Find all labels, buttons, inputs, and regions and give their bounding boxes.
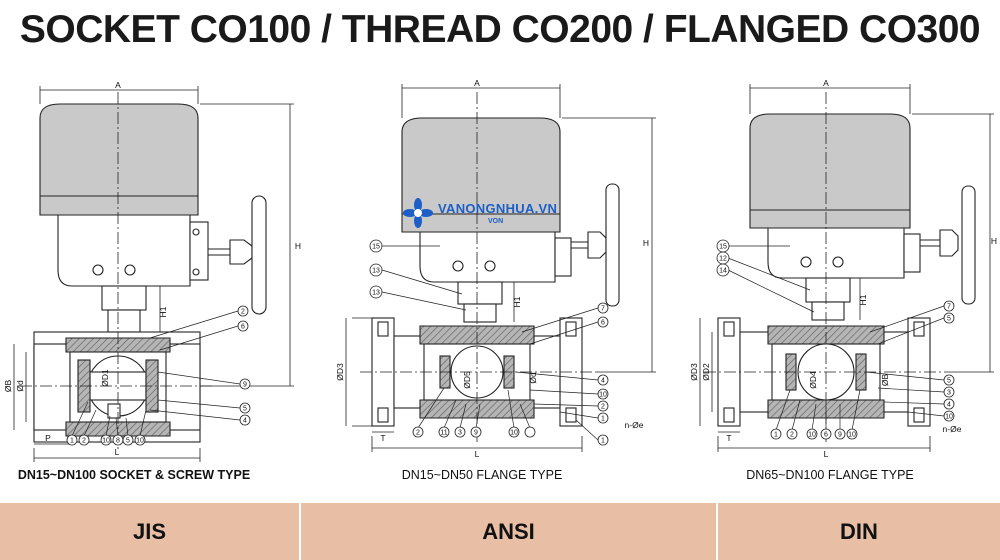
balloon: 14	[719, 268, 727, 275]
drawing-flange-large	[699, 84, 994, 452]
dim-od3-label: ØD3	[689, 363, 699, 381]
dim-ob-label: ØB	[3, 380, 13, 393]
balloon: 2	[241, 309, 245, 316]
dim-h-label: H	[991, 236, 997, 246]
balloon: 5	[947, 378, 951, 385]
balloon: 1	[601, 416, 605, 423]
balloon: 13	[372, 290, 380, 297]
dim-t-label: T	[380, 433, 385, 443]
balloon: 5	[243, 406, 247, 413]
balloon: 4	[243, 418, 247, 425]
balloon: 6	[241, 324, 245, 331]
balloon: 1	[774, 432, 778, 439]
dim-a-label: A	[115, 80, 121, 90]
balloon: 4	[947, 402, 951, 409]
page-title: SOCKET CO100 / THREAD CO200 / FLANGED CO…	[19, 8, 981, 51]
dim-od-label: Ød	[15, 380, 25, 392]
dim-l-label: L	[824, 449, 829, 459]
dim-od2-label: ØD2	[701, 363, 711, 381]
balloon: 15	[719, 244, 727, 251]
drawing-flange-small	[345, 84, 656, 452]
balloon: 15	[372, 244, 380, 251]
balloon: 7	[947, 304, 951, 311]
balloon: 10	[510, 430, 518, 437]
balloon: 5	[947, 316, 951, 323]
balloon: 6	[601, 320, 605, 327]
dim-ne-label: n-Øe	[625, 420, 644, 430]
balloon: 9	[243, 382, 247, 389]
caption-socket: DN15~DN100 SOCKET & SCREW TYPE	[17, 468, 251, 482]
balloon: 9	[474, 430, 478, 437]
dim-l-label: L	[475, 449, 480, 459]
balloon: 1	[601, 438, 605, 445]
dim-od1-label: ØD1	[100, 369, 110, 387]
dim-h1-label: H1	[158, 306, 168, 317]
standard-label: DIN	[840, 518, 878, 544]
dim-a-label: A	[823, 78, 829, 88]
band-divider	[299, 503, 301, 560]
balloon: 4	[601, 378, 605, 385]
balloon: 10	[599, 392, 607, 399]
dim-od5-label: ØD5	[462, 371, 472, 389]
balloon: 1	[70, 438, 74, 445]
standard-label: JIS	[132, 518, 167, 544]
balloon: 13	[372, 268, 380, 275]
drawing-socket	[13, 86, 294, 462]
balloon: 10	[848, 432, 856, 439]
dim-od4-label: ØD4	[808, 371, 818, 389]
watermark-subtext: VON	[488, 218, 504, 225]
balloon: 6	[824, 432, 828, 439]
caption-flange-large: DN65~DN100 FLANGE TYPE	[746, 468, 914, 482]
dim-h-label: H	[643, 238, 649, 248]
dim-ob-label: ØB	[880, 374, 890, 387]
balloon: 8	[116, 438, 120, 445]
balloon: 7	[601, 306, 605, 313]
balloon: 5	[126, 438, 130, 445]
flower-logo-icon	[403, 198, 433, 228]
band-divider	[716, 503, 718, 560]
valve-drawings: 2 6 9 5 4 1 2 10 8 5 10 A H H1 ØB Ød ØD1…	[3, 78, 997, 462]
dim-l-label: L	[115, 447, 120, 457]
balloon: 11	[440, 430, 447, 437]
balloon: 10	[945, 414, 953, 421]
watermark-text: VANONGNHUA.VN	[438, 201, 558, 216]
dim-h1-label: H1	[512, 296, 522, 307]
dim-h-label: H	[295, 241, 301, 251]
balloon: 3	[947, 390, 951, 397]
balloon: 2	[82, 438, 86, 445]
watermark-logo: VANONGNHUA.VN VON	[402, 196, 562, 230]
balloon: 10	[102, 438, 110, 445]
dim-od-label: Ød	[528, 372, 538, 384]
balloon: 9	[838, 432, 842, 439]
dim-p-label: P	[45, 433, 51, 443]
standard-jis: JIS	[0, 503, 299, 560]
dim-h1-label: H1	[858, 294, 868, 305]
standard-ansi: ANSI	[301, 503, 716, 560]
dim-ne-label: n-Øe	[943, 424, 962, 434]
balloon: 10	[136, 438, 144, 445]
balloon: 2	[601, 404, 605, 411]
balloon: 3	[458, 430, 462, 437]
balloon: 2	[790, 432, 794, 439]
standard-din: DIN	[718, 503, 1000, 560]
caption-flange-small: DN15~DN50 FLANGE TYPE	[401, 468, 563, 482]
balloon: 12	[719, 256, 727, 263]
dim-a-label: A	[474, 78, 480, 88]
standard-label: ANSI	[482, 518, 535, 544]
dim-t-label: T	[726, 433, 731, 443]
balloon: 10	[808, 432, 816, 439]
dim-od3-label: ØD3	[335, 363, 345, 381]
balloon: 2	[416, 430, 420, 437]
